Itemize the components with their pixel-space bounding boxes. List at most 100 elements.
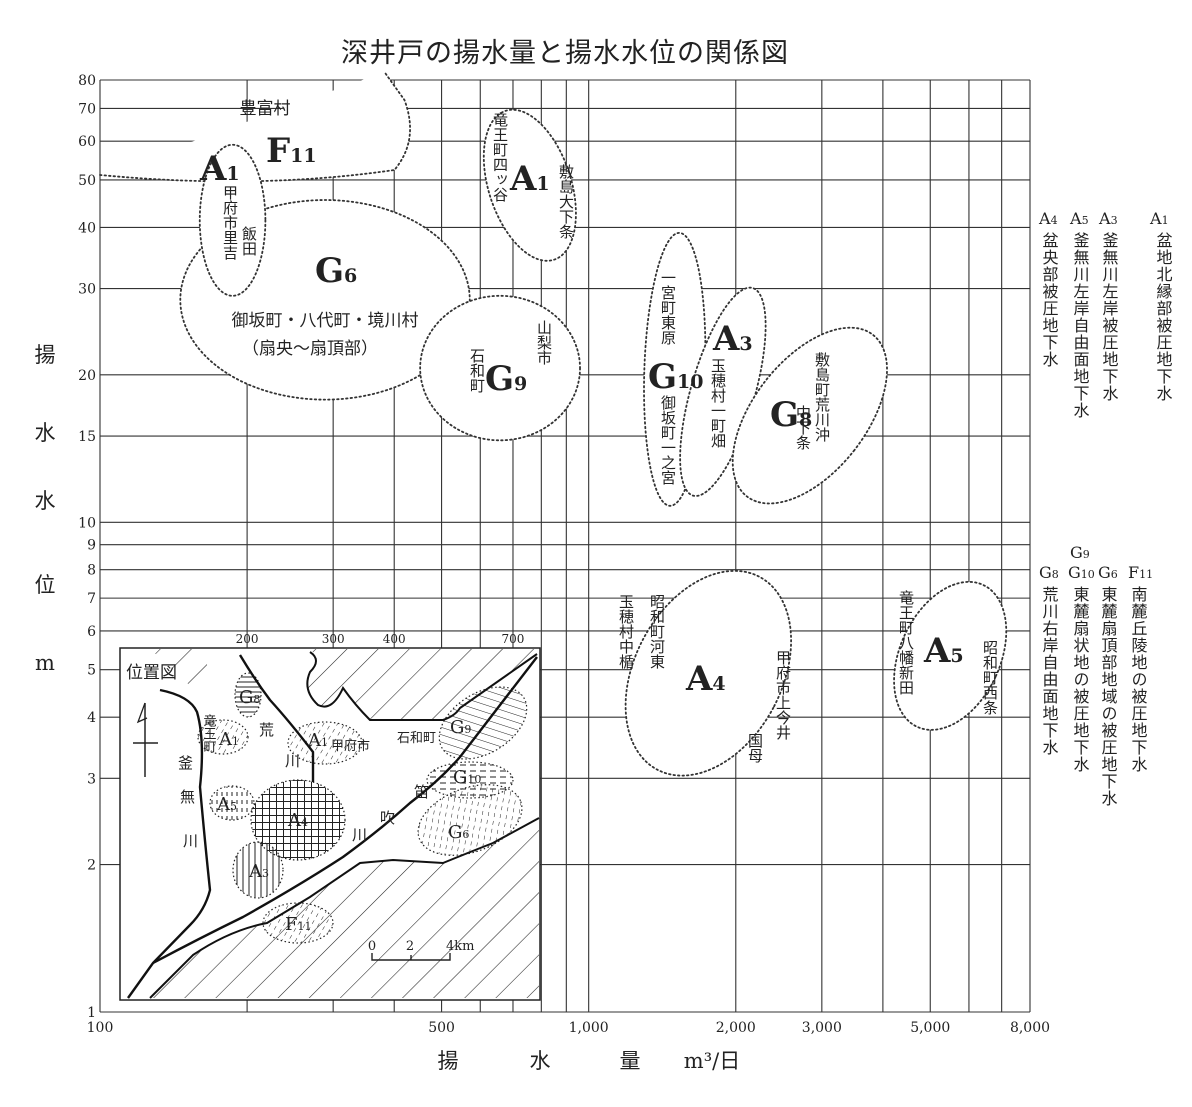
place-label: （扇央～扇頂部）	[242, 339, 378, 359]
inset-area-G6	[417, 784, 523, 856]
y-label-char: 位	[35, 573, 56, 597]
inset-location-map: 位置図 G8 A1 竜王町 A1 甲府市 石和町 G9 G10 G6 A5 A4…	[119, 647, 541, 1001]
place-label: 御坂町・八代町・境川村	[232, 311, 419, 331]
x-label-char: 水	[530, 1049, 551, 1073]
y-tick-label: 9	[87, 538, 96, 554]
scale-bar: 0 2 4km	[368, 939, 474, 961]
legend-code: G10	[1068, 563, 1095, 582]
legend-code: G6	[1098, 563, 1118, 582]
legend-text: 東麓扇頂部地域の被圧地下水	[1099, 586, 1118, 807]
place-label: 甲府市里吉	[221, 185, 239, 260]
region-code-F11: F11	[266, 131, 317, 171]
y-label-char: 揚	[35, 343, 56, 367]
y-tick-label: 5	[87, 663, 96, 679]
x-tick-label: 5,000	[910, 1020, 950, 1036]
y-tick-label: 15	[78, 429, 96, 445]
inset-area-A5	[209, 785, 255, 821]
x-tick-label: 1,000	[569, 1020, 609, 1036]
legend-group-1: A1 盆地北縁部被圧地下水 A3 釜無川左岸被圧地下水 A5 釜無川左岸自由面地…	[1038, 209, 1173, 419]
inset-label: F11	[285, 914, 312, 935]
x-label-char: 量	[620, 1049, 641, 1073]
scale-label: 2	[406, 939, 414, 954]
river-label: 笛	[414, 783, 429, 801]
region-labels: 豊富村 F11 A1 甲府市里吉 飯田 G6 御坂町・八代町・境川村 （扇央～扇…	[199, 99, 999, 764]
scale-label: 0	[368, 939, 376, 954]
place-label: 山梨市	[535, 320, 553, 365]
legend-code: G8	[1039, 563, 1059, 582]
place-label: 竜王町四ッ谷	[491, 112, 509, 202]
legend-code: A1	[1149, 209, 1169, 228]
y-tick-label: 60	[78, 134, 96, 150]
y-tick-label: 80	[78, 73, 96, 89]
inset-place-label: 竜王町	[201, 714, 217, 753]
river-label: 釜	[178, 754, 193, 772]
x-tick-label: 3,000	[802, 1020, 842, 1036]
river-kamanashi	[127, 688, 212, 999]
region-outline-F11	[99, 71, 411, 183]
region-code-G8: G8	[770, 395, 812, 435]
inset-place-label: 石和町	[397, 731, 436, 746]
inset-label: G9	[450, 717, 471, 738]
inset-label: A3	[248, 861, 269, 882]
y-tick-label: 6	[87, 624, 96, 640]
inset-area-A1-east	[287, 721, 363, 765]
region-code-A1-east: A1	[509, 159, 550, 199]
y-tick-label: 3	[87, 771, 96, 787]
chart-title: 深井戸の揚水量と揚水水位の関係図	[341, 38, 789, 69]
inset-area-A1-west	[197, 719, 249, 755]
region-code-A3: A3	[712, 319, 753, 359]
y-label-char: 水	[35, 421, 56, 445]
x-tick-label-inset: 400	[383, 632, 406, 646]
river-label: 川	[183, 832, 198, 850]
place-label: 玉穂村一町畑	[709, 358, 727, 448]
region-code-G6: G6	[315, 251, 357, 291]
y-tick-label: 10	[78, 515, 96, 531]
place-label: 国母	[746, 733, 764, 764]
y-label-char: m	[35, 651, 55, 675]
region-code-G10: G10	[648, 357, 704, 397]
inset-label: G8	[239, 687, 260, 708]
x-tick-label: 2,000	[716, 1020, 756, 1036]
region-outline-A1-west	[198, 143, 267, 297]
region-outline-G9	[419, 294, 581, 442]
x-tick-label-inset: 200	[236, 632, 259, 646]
legend-text: 盆地北縁部被圧地下水	[1154, 232, 1173, 402]
inset-label: A4	[287, 810, 308, 831]
scale-label: 4km	[446, 939, 474, 954]
place-label: 石和町	[468, 348, 486, 393]
legend-code: A4	[1038, 209, 1058, 228]
region-code-A1-west: A1	[199, 149, 240, 189]
legend-text: 荒川右岸自由面地下水	[1040, 586, 1059, 756]
inset-label: G10	[453, 767, 481, 788]
y-tick-label: 70	[78, 101, 96, 117]
x-axis-label: 揚 水 量 m³/日	[438, 1049, 741, 1073]
legend-text: 釜無川左岸自由面地下水	[1071, 232, 1090, 419]
north-arrow-icon	[136, 702, 148, 724]
legend-code: A3	[1098, 209, 1118, 228]
place-label: 飯田	[240, 226, 258, 256]
place-label: 敷島大下条	[557, 163, 575, 239]
mountain-northwest	[150, 649, 211, 692]
y-tick-label: 1	[87, 1005, 96, 1021]
legend-code: A5	[1069, 209, 1089, 228]
river-label: 川	[285, 752, 300, 770]
x-tick-label: 500	[428, 1020, 455, 1036]
y-tick-label: 8	[87, 563, 96, 579]
inset-label: A1	[218, 729, 239, 750]
x-label-unit: m³/日	[684, 1049, 740, 1073]
legend-text: 南麓丘陵地の被圧地下水	[1129, 586, 1148, 773]
x-tick-label: 8,000	[1010, 1020, 1050, 1036]
inset-label: A1	[307, 730, 328, 751]
river-fuefuki	[152, 656, 538, 965]
river-label: 川	[352, 826, 367, 844]
place-label: 御坂町一之宮	[659, 395, 677, 485]
inset-area-G9	[438, 686, 528, 760]
river-label: 荒	[259, 721, 274, 739]
inset-area-A3	[232, 841, 284, 899]
legend-text: 盆央部被圧地下水	[1040, 232, 1059, 368]
region-code-A4: A4	[685, 659, 726, 699]
inset-area-G8	[234, 672, 262, 718]
legend-text: 釜無川左岸被圧地下水	[1100, 232, 1119, 402]
place-label: 中下条	[794, 405, 812, 450]
